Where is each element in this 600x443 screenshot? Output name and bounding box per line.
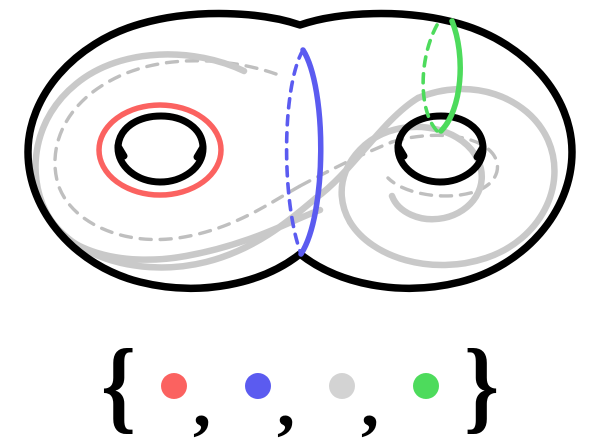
red-curve-dot	[161, 373, 187, 399]
blue-curve-dot	[245, 373, 271, 399]
green-curve-back	[421, 23, 439, 133]
blue-curve-back	[284, 48, 305, 256]
gray-curve-dot	[329, 373, 355, 399]
green-curve-front	[438, 18, 463, 134]
red-curve	[96, 102, 224, 198]
curve-set-notation: { , , , }	[101, 328, 499, 443]
blue-curve-front	[298, 47, 324, 257]
open-brace: {	[101, 328, 136, 443]
right-handle-hole	[394, 112, 487, 186]
left-handle-hole	[114, 112, 207, 186]
close-brace: }	[464, 328, 499, 443]
green-curve-dot	[413, 373, 439, 399]
gray-curve-dashed-back	[53, 59, 500, 242]
